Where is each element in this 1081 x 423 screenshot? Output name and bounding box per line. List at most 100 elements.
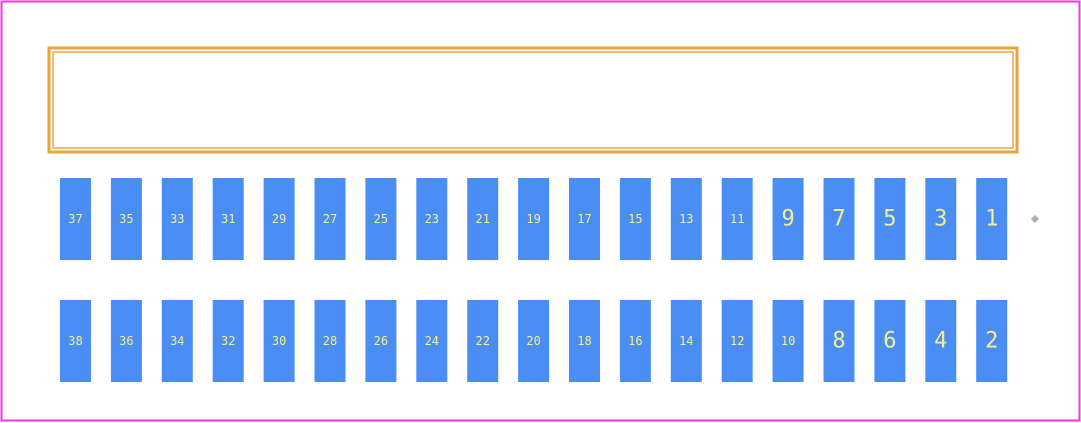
pad-label: 28 bbox=[323, 334, 337, 348]
pad-3: 3 bbox=[925, 178, 957, 260]
pad-21: 21 bbox=[467, 178, 499, 260]
pad-label: 37 bbox=[68, 212, 82, 226]
pad-6: 6 bbox=[874, 300, 906, 382]
pad-rect bbox=[365, 178, 397, 260]
pad-rect bbox=[823, 300, 855, 382]
pad-34: 34 bbox=[161, 300, 193, 382]
pad-rect bbox=[772, 300, 804, 382]
pad-35: 35 bbox=[110, 178, 142, 260]
pad-rect bbox=[670, 178, 702, 260]
pad-label: 23 bbox=[425, 212, 439, 226]
pad-label: 36 bbox=[119, 334, 133, 348]
pad-label: 11 bbox=[730, 212, 744, 226]
pad-rect bbox=[619, 178, 651, 260]
pin1-marker bbox=[1031, 215, 1039, 223]
pad-rect bbox=[518, 300, 550, 382]
pad-rect bbox=[619, 300, 651, 382]
pad-label: 30 bbox=[272, 334, 286, 348]
pad-rect bbox=[569, 178, 600, 260]
pad-rect bbox=[263, 178, 295, 260]
pad-rect bbox=[161, 178, 193, 260]
pad-label: 20 bbox=[526, 334, 540, 348]
pad-label: 27 bbox=[323, 212, 337, 226]
pad-20: 20 bbox=[518, 300, 550, 382]
pad-rect bbox=[823, 178, 855, 260]
pad-rect bbox=[467, 300, 499, 382]
pad-rect bbox=[263, 300, 295, 382]
pad-label: 24 bbox=[425, 334, 439, 348]
pad-10: 10 bbox=[772, 300, 804, 382]
pad-label: 7 bbox=[832, 207, 845, 232]
pad-label: 17 bbox=[577, 212, 591, 226]
pad-rect bbox=[416, 300, 448, 382]
pad-rect bbox=[110, 300, 142, 382]
pad-rect bbox=[60, 300, 91, 382]
pad-33: 33 bbox=[161, 178, 193, 260]
pad-rect bbox=[110, 178, 142, 260]
pad-label: 34 bbox=[170, 334, 184, 348]
pad-label: 15 bbox=[628, 212, 642, 226]
pad-rect bbox=[314, 300, 346, 382]
pad-rect bbox=[976, 300, 1008, 382]
pad-19: 19 bbox=[518, 178, 550, 260]
pad-label: 31 bbox=[221, 212, 235, 226]
pad-label: 33 bbox=[170, 212, 184, 226]
pad-label: 19 bbox=[526, 212, 540, 226]
pad-7: 7 bbox=[823, 178, 855, 260]
pad-18: 18 bbox=[569, 300, 600, 382]
pad-8: 8 bbox=[823, 300, 855, 382]
pad-11: 11 bbox=[721, 178, 753, 260]
pad-rect bbox=[874, 300, 906, 382]
pad-label: 16 bbox=[628, 334, 642, 348]
pad-rect bbox=[467, 178, 499, 260]
pad-1: 1 bbox=[976, 178, 1008, 260]
pad-rect bbox=[212, 178, 244, 260]
component-body-inner bbox=[52, 51, 1014, 149]
pad-25: 25 bbox=[365, 178, 397, 260]
pad-rect bbox=[161, 300, 193, 382]
pad-rect bbox=[721, 300, 753, 382]
pad-23: 23 bbox=[416, 178, 448, 260]
pad-14: 14 bbox=[670, 300, 702, 382]
pad-rect bbox=[925, 300, 957, 382]
pad-label: 21 bbox=[475, 212, 489, 226]
pad-rect bbox=[416, 178, 448, 260]
pad-rect bbox=[670, 300, 702, 382]
pad-label: 18 bbox=[577, 334, 591, 348]
pad-30: 30 bbox=[263, 300, 295, 382]
pad-17: 17 bbox=[569, 178, 600, 260]
pad-label: 9 bbox=[781, 207, 794, 232]
pad-rect bbox=[314, 178, 346, 260]
pad-label: 38 bbox=[68, 334, 82, 348]
pad-label: 35 bbox=[119, 212, 133, 226]
pad-label: 26 bbox=[374, 334, 388, 348]
pad-38: 38 bbox=[60, 300, 91, 382]
pad-rect bbox=[212, 300, 244, 382]
pad-rect bbox=[772, 178, 804, 260]
pad-label: 29 bbox=[272, 212, 286, 226]
pad-label: 25 bbox=[374, 212, 388, 226]
pad-27: 27 bbox=[314, 178, 346, 260]
pad-rect bbox=[976, 178, 1008, 260]
pad-rect bbox=[365, 300, 397, 382]
pad-rect bbox=[925, 178, 957, 260]
pad-label: 13 bbox=[679, 212, 693, 226]
pad-4: 4 bbox=[925, 300, 957, 382]
pad-rect bbox=[518, 178, 550, 260]
pad-37: 37 bbox=[60, 178, 91, 260]
pad-16: 16 bbox=[619, 300, 651, 382]
pad-label: 3 bbox=[934, 207, 947, 232]
pad-28: 28 bbox=[314, 300, 346, 382]
pad-13: 13 bbox=[670, 178, 702, 260]
pad-label: 14 bbox=[679, 334, 693, 348]
pad-label: 8 bbox=[832, 329, 845, 354]
pad-label: 4 bbox=[934, 329, 947, 354]
pad-31: 31 bbox=[212, 178, 244, 260]
pad-label: 12 bbox=[730, 334, 744, 348]
pad-rect bbox=[721, 178, 753, 260]
pad-2: 2 bbox=[976, 300, 1008, 382]
pad-24: 24 bbox=[416, 300, 448, 382]
